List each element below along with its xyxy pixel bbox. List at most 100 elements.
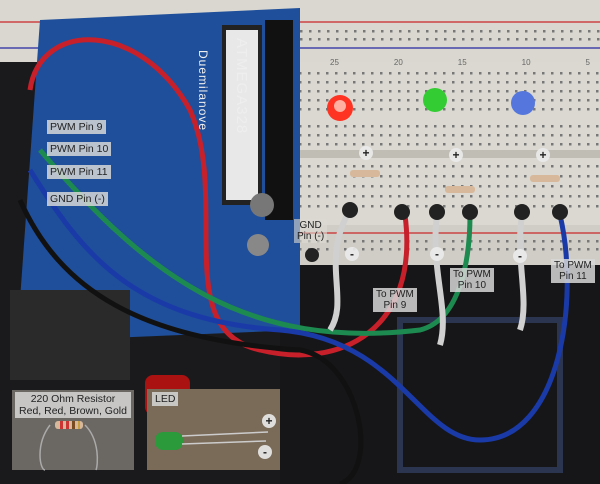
rail-hole — [543, 30, 546, 33]
breadboard-hole — [587, 99, 590, 102]
breadboard-hole — [461, 195, 464, 198]
breadboard-hole — [596, 240, 599, 243]
breadboard-hole — [533, 72, 536, 75]
column-number: 15 — [457, 58, 467, 67]
breadboard-hole — [362, 99, 365, 102]
breadboard-hole — [380, 108, 383, 111]
breadboard-hole — [434, 72, 437, 75]
breadboard-hole — [335, 125, 338, 128]
breadboard-hole — [587, 248, 590, 251]
breadboard-hole — [443, 125, 446, 128]
breadboard-hole — [470, 175, 473, 178]
breadboard-hole — [416, 175, 419, 178]
breadboard-hole — [587, 134, 590, 137]
breadboard-hole — [362, 185, 365, 188]
breadboard-hole — [380, 248, 383, 251]
label-to-pwm-11: To PWM Pin 11 — [551, 259, 595, 283]
breadboard-hole — [470, 90, 473, 93]
breadboard-hole — [344, 81, 347, 84]
breadboard-hole — [542, 165, 545, 168]
breadboard-hole — [380, 90, 383, 93]
minus-icon: - — [430, 247, 444, 261]
breadboard-hole — [371, 248, 374, 251]
breadboard-hole — [353, 81, 356, 84]
breadboard-hole — [335, 165, 338, 168]
breadboard-hole — [308, 185, 311, 188]
rail-hole — [300, 38, 303, 41]
breadboard-hole — [443, 248, 446, 251]
breadboard-hole — [344, 143, 347, 146]
breadboard-hole — [515, 240, 518, 243]
rail-hole — [345, 38, 348, 41]
rail-hole — [354, 38, 357, 41]
breadboard-hole — [470, 125, 473, 128]
white-wires — [327, 208, 527, 346]
breadboard-hole — [317, 90, 320, 93]
breadboard-hole — [578, 108, 581, 111]
column-number: 10 — [521, 58, 531, 67]
breadboard-hole — [470, 248, 473, 251]
breadboard-hole — [389, 99, 392, 102]
breadboard-hole — [506, 125, 509, 128]
breadboard-hole — [335, 205, 338, 208]
breadboard-hole — [308, 99, 311, 102]
breadboard-hole — [506, 240, 509, 243]
breadboard-hole — [506, 134, 509, 137]
breadboard-hole — [407, 195, 410, 198]
breadboard-hole — [488, 125, 491, 128]
breadboard-hole — [479, 81, 482, 84]
breadboard-hole — [506, 248, 509, 251]
breadboard-hole — [299, 99, 302, 102]
breadboard-hole — [371, 143, 374, 146]
column-number: 25 — [330, 58, 339, 67]
breadboard-hole — [380, 175, 383, 178]
breadboard-hole — [434, 175, 437, 178]
breadboard-hole — [380, 205, 383, 208]
breadboard-hole — [425, 240, 428, 243]
breadboard-hole — [452, 81, 455, 84]
breadboard-hole — [551, 72, 554, 75]
breadboard-hole — [533, 195, 536, 198]
breadboard-hole — [569, 240, 572, 243]
breadboard-hole — [335, 175, 338, 178]
plus-icon: + — [536, 148, 550, 162]
breadboard-hole — [299, 185, 302, 188]
breadboard-hole — [425, 90, 428, 93]
breadboard-hole — [326, 99, 329, 102]
breadboard-hole — [596, 195, 599, 198]
breadboard-hole — [488, 195, 491, 198]
breadboard-hole — [380, 195, 383, 198]
breadboard-hole — [515, 72, 518, 75]
breadboard-hole — [425, 108, 428, 111]
breadboard-hole — [389, 108, 392, 111]
breadboard-hole — [416, 81, 419, 84]
breadboard-hole — [506, 81, 509, 84]
breadboard-hole — [317, 165, 320, 168]
label-line: Pin 11 — [559, 271, 587, 282]
rail-hole — [318, 30, 321, 33]
breadboard-hole — [317, 195, 320, 198]
breadboard-hole — [596, 185, 599, 188]
breadboard-hole — [551, 205, 554, 208]
breadboard-hole — [578, 99, 581, 102]
breadboard-hole — [479, 165, 482, 168]
breadboard-hole — [587, 125, 590, 128]
breadboard-hole — [515, 195, 518, 198]
rail-hole — [579, 38, 582, 41]
label-gnd-breadboard: GND Pin (-) — [294, 219, 328, 243]
breadboard-hole — [470, 134, 473, 137]
breadboard-hole — [416, 72, 419, 75]
breadboard-hole — [299, 205, 302, 208]
breadboard-hole — [299, 248, 302, 251]
breadboard-hole — [533, 248, 536, 251]
breadboard-hole — [551, 143, 554, 146]
breadboard-hole — [344, 134, 347, 137]
breadboard-hole — [542, 240, 545, 243]
breadboard-hole — [596, 108, 599, 111]
rail-hole — [426, 38, 429, 41]
breadboard-hole — [497, 165, 500, 168]
breadboard-hole — [479, 248, 482, 251]
breadboard-hole — [317, 205, 320, 208]
breadboard-hole — [326, 185, 329, 188]
breadboard-hole — [344, 72, 347, 75]
